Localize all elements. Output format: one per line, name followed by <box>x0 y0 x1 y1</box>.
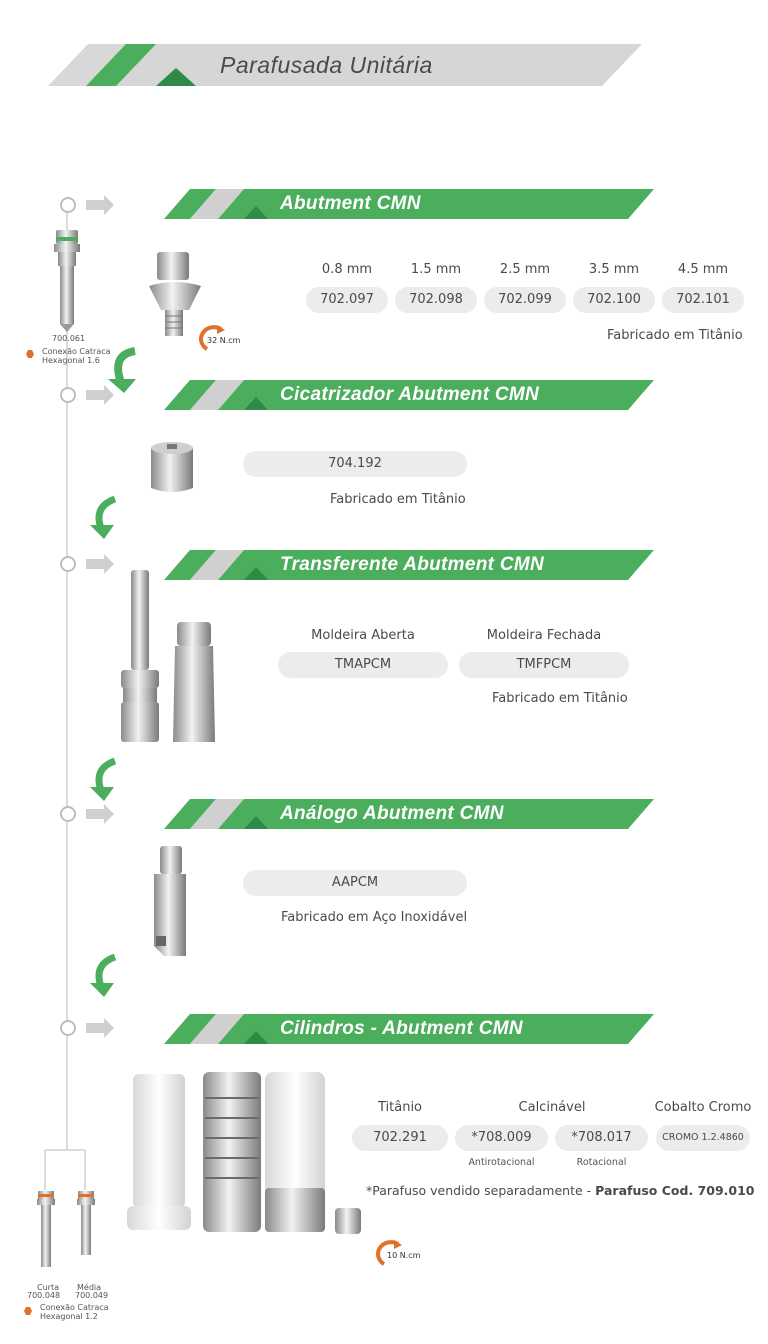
sublabel: Antirotacional <box>468 1157 535 1168</box>
product-code: AAPCM <box>243 870 467 896</box>
section-banner <box>164 380 654 410</box>
screw-note: *Parafuso vendido separadamente - Parafu… <box>366 1183 754 1198</box>
timeline <box>44 195 114 1190</box>
section-banner <box>164 550 654 580</box>
flow-arrow-icon <box>90 757 117 801</box>
flow-arrow-icon <box>108 347 136 393</box>
implant-connection: Conexão Catraca <box>42 347 111 356</box>
timeline-node <box>60 197 76 213</box>
flow-arrow-icon <box>90 953 117 997</box>
product-code: 702.291 <box>352 1125 448 1151</box>
page-title: Parafusada Unitária <box>220 52 433 78</box>
implant-medium-code: 700.049 <box>75 1291 109 1300</box>
section-banner <box>164 799 654 829</box>
timeline-node <box>60 806 76 822</box>
material-note: Fabricado em Titânio <box>330 492 466 507</box>
hexagon-icon <box>24 1307 32 1315</box>
implant-connection-2: Hexagonal 1.2 <box>40 1312 98 1321</box>
product-code: 702.097 <box>306 287 388 313</box>
cilindros-image <box>127 1072 361 1234</box>
implant-short-code: 700.048 <box>27 1291 61 1300</box>
product-code: TMAPCM <box>278 652 448 678</box>
section-title: Cilindros - Abutment CMN <box>280 1018 523 1039</box>
size-label: 4.5 mm <box>677 262 729 277</box>
section-banner <box>164 189 654 219</box>
section-title: Transferente Abutment CMN <box>280 554 545 575</box>
material-label: Titânio <box>377 1100 423 1115</box>
section-title: Abutment CMN <box>280 193 421 214</box>
product-code: 702.098 <box>395 287 477 313</box>
implant-code: 700.061 <box>52 334 86 343</box>
analogo-image <box>154 846 186 956</box>
torque-label: 10 N.cm <box>387 1251 421 1260</box>
tray-label: Moldeira Fechada <box>486 628 602 643</box>
hexagon-icon <box>26 350 34 358</box>
size-label: 3.5 mm <box>588 262 640 277</box>
product-code: CROMO 1.2.4860 <box>656 1125 750 1151</box>
implants-image <box>37 1191 95 1267</box>
material-label: Calcinável <box>518 1100 586 1115</box>
material-note: Fabricado em Aço Inoxidável <box>281 910 468 925</box>
size-label: 1.5 mm <box>410 262 462 277</box>
material-note: Fabricado em Titânio <box>607 328 743 343</box>
sublabel: Rotacional <box>576 1157 627 1168</box>
cicatrizador-image <box>151 442 193 492</box>
screw-note-code: Parafuso Cod. 709.010 <box>595 1183 755 1198</box>
product-code: 704.192 <box>243 451 467 477</box>
product-code: TMFPCM <box>459 652 629 678</box>
torque-icon <box>376 1240 402 1266</box>
section-title: Cicatrizador Abutment CMN <box>280 384 540 405</box>
product-code: *708.009 <box>455 1125 548 1151</box>
size-label: 2.5 mm <box>499 262 551 277</box>
section-title: Análogo Abutment CMN <box>280 803 504 824</box>
torque-icon <box>199 325 225 351</box>
implant-connection: Conexão Catraca <box>40 1303 109 1312</box>
transferente-image <box>121 570 215 742</box>
implant-image <box>54 230 80 332</box>
implant-connection-2: Hexagonal 1.6 <box>42 356 100 365</box>
section-banner <box>164 1014 654 1044</box>
material-label: Cobalto Cromo <box>654 1100 752 1115</box>
screw-note-text: *Parafuso vendido separadamente - <box>366 1183 596 1198</box>
abutment-image <box>149 252 201 336</box>
tray-label: Moldeira Aberta <box>311 628 415 643</box>
size-label: 0.8 mm <box>321 262 373 277</box>
page-title-banner <box>48 44 642 86</box>
product-code: 702.100 <box>573 287 655 313</box>
product-code: 702.101 <box>662 287 744 313</box>
implant-medium-label: Média <box>77 1283 102 1292</box>
timeline-node <box>60 556 76 572</box>
timeline-node <box>60 387 76 403</box>
torque-label: 32 N.cm <box>207 336 241 345</box>
product-code: 702.099 <box>484 287 566 313</box>
timeline-node <box>60 1020 76 1036</box>
material-note: Fabricado em Titânio <box>492 691 628 706</box>
flow-arrow-icon <box>90 495 117 539</box>
implant-short-label: Curta <box>37 1283 59 1292</box>
product-code: *708.017 <box>555 1125 648 1151</box>
